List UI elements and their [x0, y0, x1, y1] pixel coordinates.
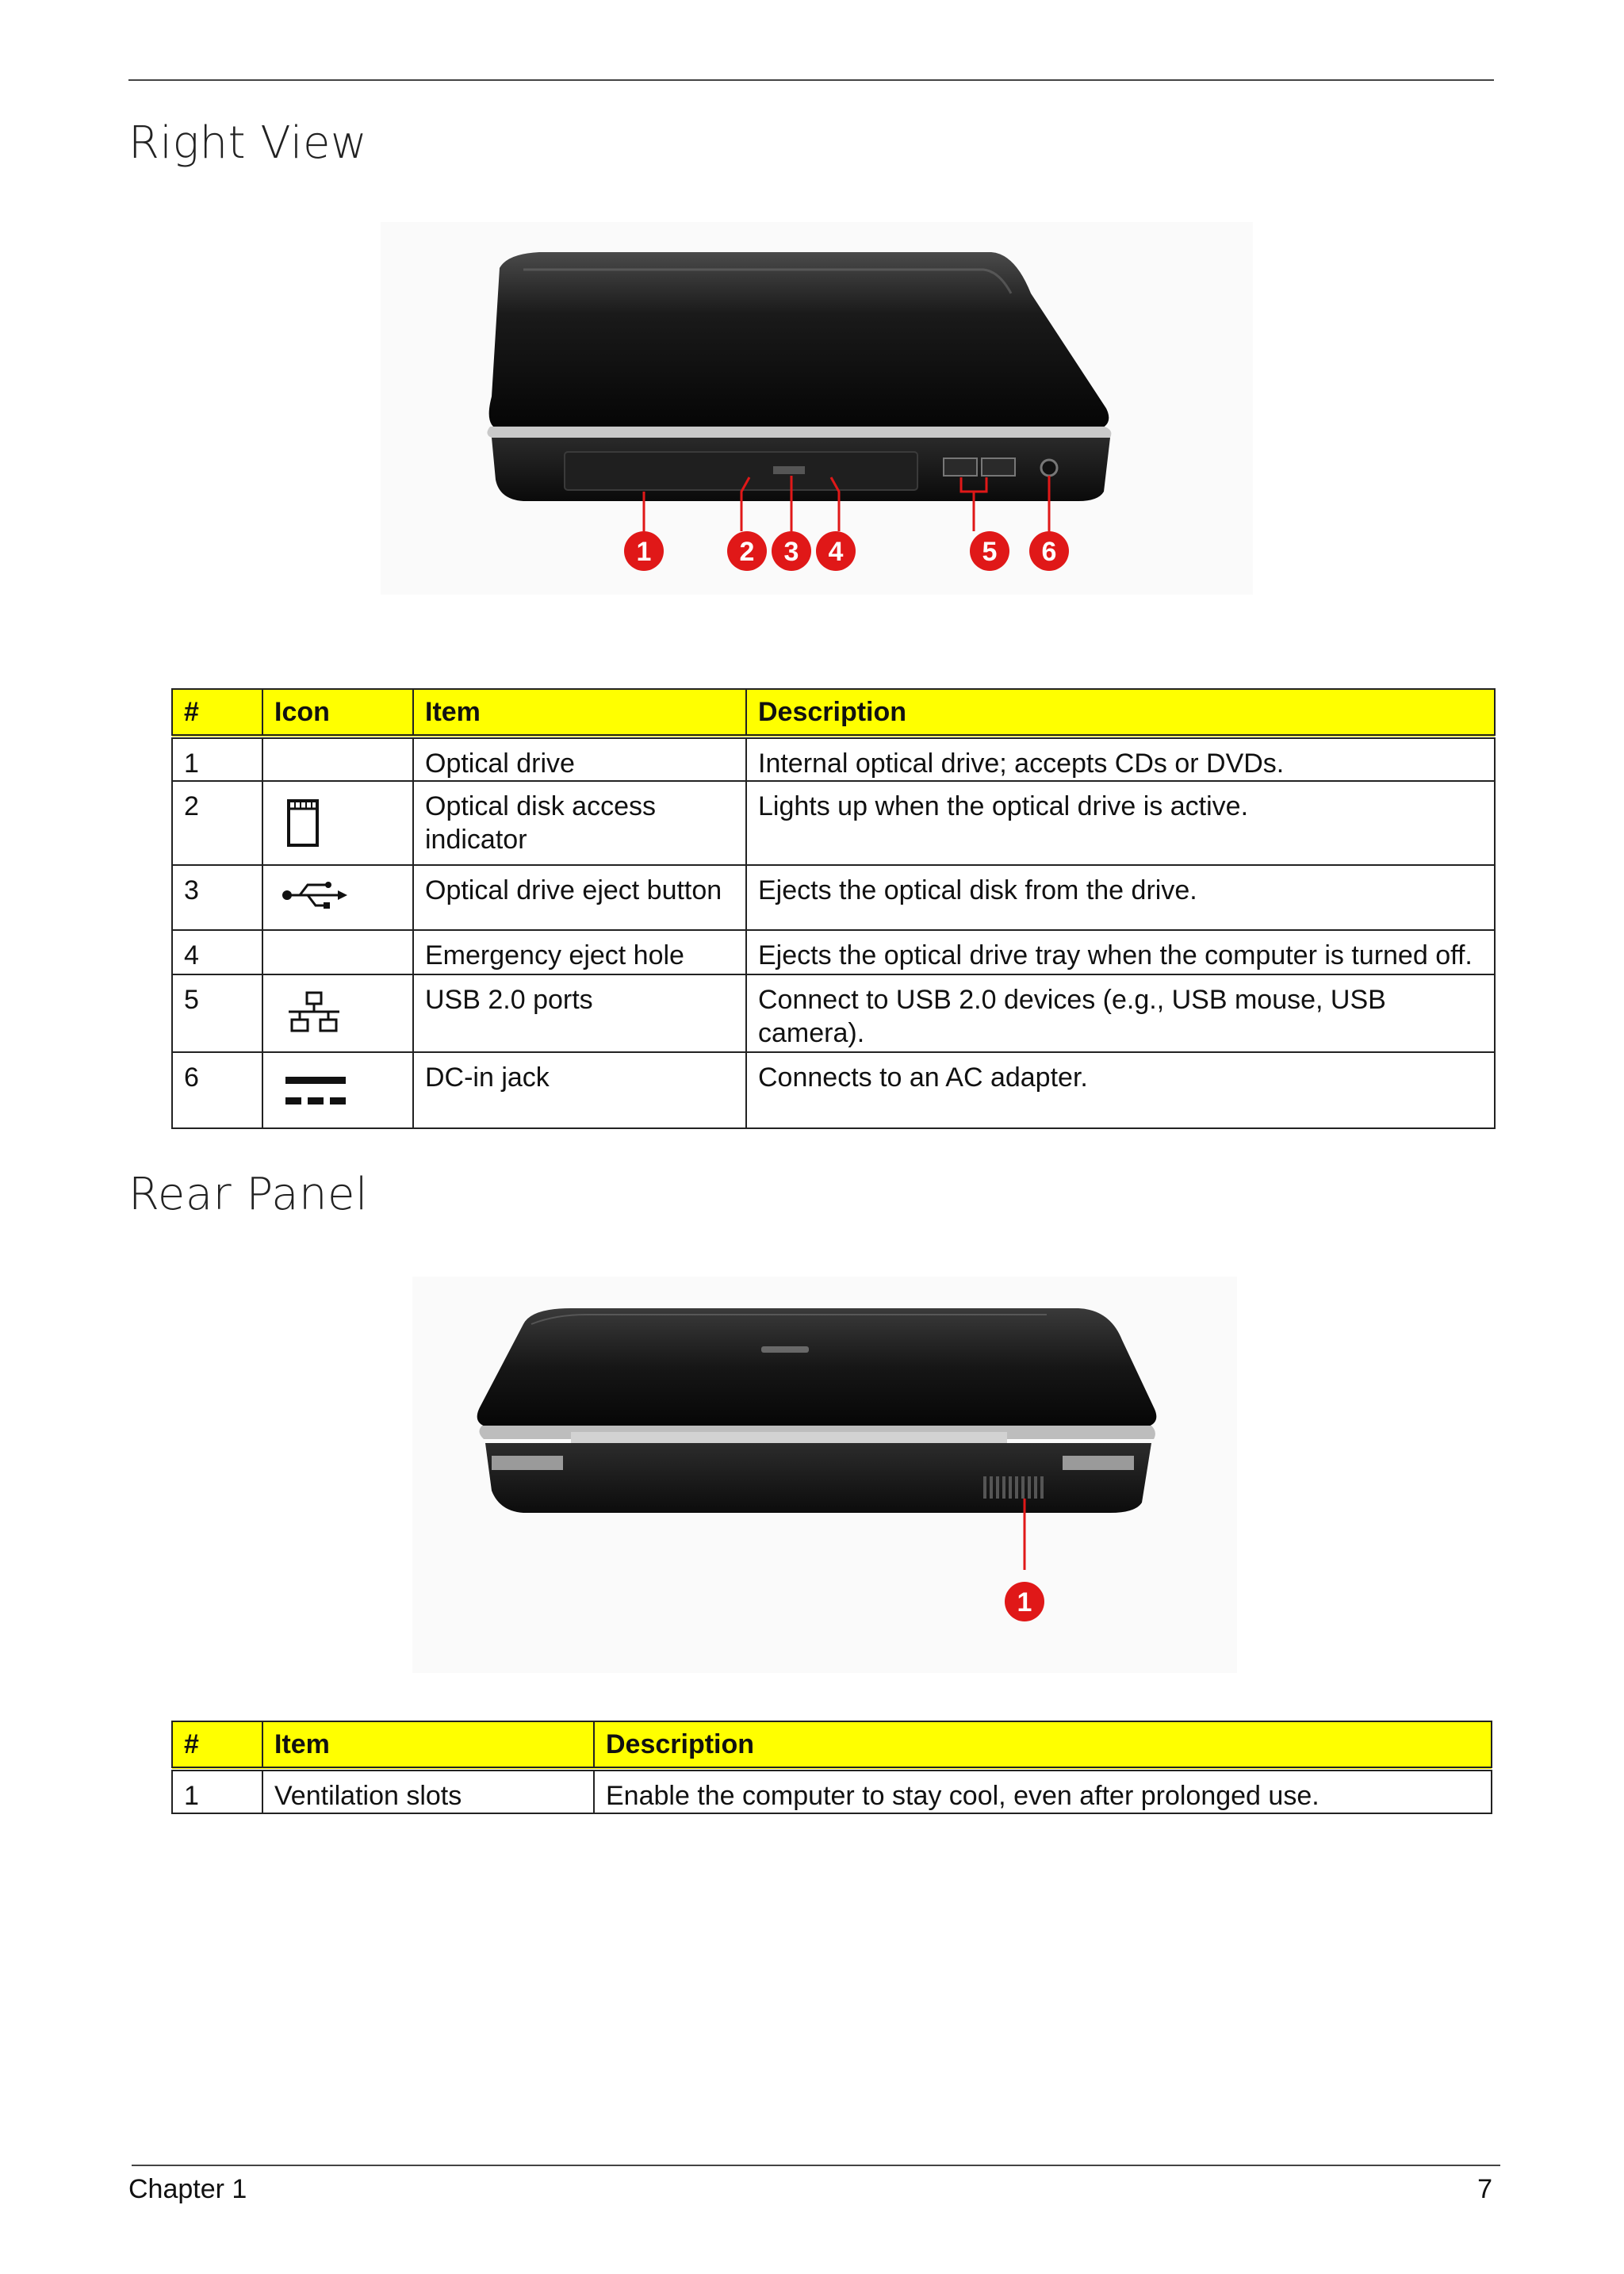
callout-5: 5 [970, 531, 1009, 571]
svg-text:5: 5 [982, 537, 998, 567]
header-num: # [171, 688, 263, 739]
dc-in-icon [285, 1077, 346, 1104]
row-desc: Ejects the optical disk from the drive. [745, 864, 1496, 931]
rear-panel-heading: Rear Panel [128, 1169, 369, 1220]
row-item: USB 2.0 ports [412, 974, 747, 1053]
callout-6: 6 [1029, 531, 1069, 571]
svg-text:1: 1 [1017, 1587, 1032, 1617]
table-header-row: # Item Description [171, 1721, 1492, 1771]
row-desc: Lights up when the optical drive is acti… [745, 780, 1496, 866]
table-row: 2 Optical disk access indicator Lights u… [171, 780, 1496, 866]
right-view-table: # Icon Item Description 1 Optical drive … [171, 688, 1496, 1129]
rear-panel-table: # Item Description 1 Ventilation slots E… [171, 1721, 1492, 1814]
table-row: 3 Optical drive eject button Ejects the … [171, 864, 1496, 931]
top-rule [128, 79, 1494, 81]
callout-3: 3 [772, 531, 811, 571]
row-num: 2 [171, 780, 263, 866]
row-item: Optical disk access indicator [412, 780, 747, 866]
row-desc: Enable the computer to stay cool, even a… [593, 1768, 1492, 1814]
row-icon-empty [262, 929, 414, 975]
row-item: Ventilation slots [262, 1768, 595, 1814]
callout-2: 2 [727, 531, 767, 571]
table-header-row: # Icon Item Description [171, 688, 1496, 739]
row-desc: Internal optical drive; accepts CDs or D… [745, 736, 1496, 782]
row-num: 4 [171, 929, 263, 975]
table-row: 1 Ventilation slots Enable the computer … [171, 1768, 1492, 1814]
table-row: 6 DC-in jack Connects to an AC adapter. [171, 1051, 1496, 1129]
row-desc: Connects to an AC adapter. [745, 1051, 1496, 1129]
row-item: DC-in jack [412, 1051, 747, 1129]
footer-chapter: Chapter 1 [128, 2174, 247, 2204]
right-view-heading: Right View [128, 117, 368, 169]
row-num: 6 [171, 1051, 263, 1129]
row-icon-empty [262, 736, 414, 782]
rear-panel-photo: 1 [412, 1277, 1237, 1673]
header-icon: Icon [262, 688, 414, 739]
header-item: Item [412, 688, 747, 739]
row-desc: Connect to USB 2.0 devices (e.g., USB mo… [745, 974, 1496, 1053]
row-desc: Ejects the optical drive tray when the c… [745, 929, 1496, 975]
footer-rule [132, 2165, 1500, 2166]
header-description: Description [593, 1721, 1492, 1771]
row-num: 1 [171, 1768, 263, 1814]
callout-1: 1 [624, 531, 664, 571]
page-number: 7 [1477, 2174, 1492, 2204]
svg-text:4: 4 [829, 537, 844, 567]
row-item: Optical drive [412, 736, 747, 782]
row-num: 1 [171, 736, 263, 782]
row-item: Optical drive eject button [412, 864, 747, 931]
row-num: 5 [171, 974, 263, 1053]
usb-icon [282, 882, 347, 909]
table-row: 1 Optical drive Internal optical drive; … [171, 736, 1496, 782]
header-item: Item [262, 1721, 595, 1771]
callout-4: 4 [816, 531, 856, 571]
row-num: 3 [171, 864, 263, 931]
right-view-photo: 1 2 3 4 5 6 [381, 222, 1253, 595]
table-row: 5 USB 2.0 ports Connect to USB 2.0 devic… [171, 974, 1496, 1053]
svg-text:3: 3 [784, 537, 799, 567]
row-item: Emergency eject hole [412, 929, 747, 975]
callout-1: 1 [1005, 1582, 1044, 1621]
optical-disk-indicator-icon [287, 799, 319, 847]
header-num: # [171, 1721, 263, 1771]
svg-text:6: 6 [1042, 537, 1057, 567]
svg-text:1: 1 [637, 537, 652, 567]
network-icon [289, 991, 339, 1032]
svg-text:2: 2 [740, 537, 755, 567]
table-row: 4 Emergency eject hole Ejects the optica… [171, 929, 1496, 975]
header-description: Description [745, 688, 1496, 739]
